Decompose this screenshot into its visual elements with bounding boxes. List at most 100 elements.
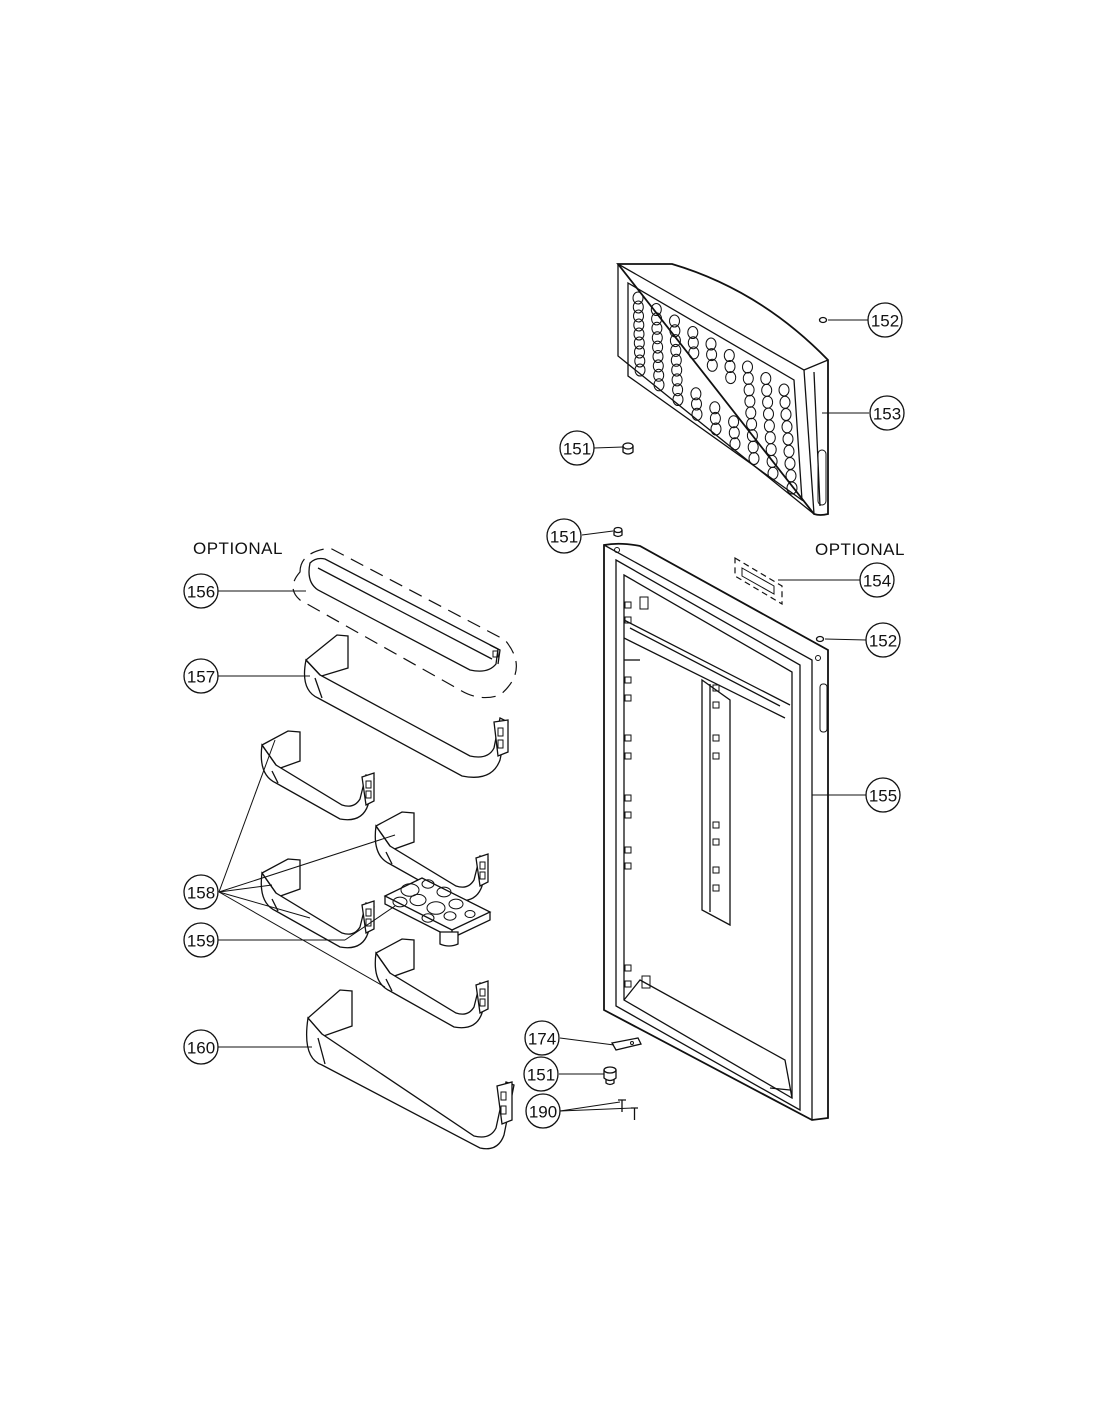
door-bosses [624,601,720,988]
dimple [706,348,718,362]
bin-160 [305,989,515,1150]
dimple [760,372,772,385]
callout-number: 151 [550,528,578,547]
dimple [633,327,645,341]
dimple [783,444,795,458]
callout-number: 159 [187,932,215,951]
bin-157 [303,634,509,778]
dimple [653,378,665,392]
hinge-cap-151-mid [613,526,623,538]
dimple [634,345,645,359]
callout-circle [869,395,905,431]
callout-number: 152 [869,632,897,651]
boss [624,846,632,854]
dimple [669,334,681,348]
callout-number: 154 [863,572,891,591]
boss [712,838,720,846]
dimple [652,359,664,373]
dimple [670,343,682,357]
small-bin [374,938,489,1029]
callout-155: 155 [865,777,901,813]
callout-circle [559,430,595,466]
egg-cup [448,898,464,910]
boss [624,980,632,988]
dimple [632,291,644,305]
boss [624,862,632,870]
egg-cup [421,913,435,923]
dimple [785,469,797,483]
dimple [728,426,740,440]
callout-circle [183,874,219,910]
egg-cup [400,883,420,897]
egg-cup [436,886,452,898]
small-bins-158 [260,730,489,1029]
refrigerator-door [603,542,829,1121]
callout-number: 153 [873,405,901,424]
boss [624,734,632,742]
egg-cup [464,910,476,918]
boss [624,752,632,760]
callout-151a: 151 [559,430,595,466]
dimple [763,407,774,421]
dimple [670,353,682,367]
dimple [651,321,663,335]
callout-circle [183,922,219,958]
leader-lines [218,319,869,1112]
dimple [744,394,756,408]
boss [624,601,632,609]
boss [624,811,632,819]
egg-cup [443,911,457,921]
egg-cups [392,879,476,923]
freezer-dimples [632,291,798,495]
optional-label-right: OPTIONAL [815,540,905,559]
dimple [742,360,753,374]
dimple [650,303,662,316]
hinge-174 [610,1037,642,1051]
callout-circle [546,518,582,554]
dimple [633,318,645,332]
callout-156: 156 [183,573,219,609]
boss [712,752,720,760]
optional-label-left: OPTIONAL [193,539,283,558]
dimple [742,371,754,385]
callout-circle [183,658,219,694]
dimple [723,349,735,362]
screw-cap-152-mid [815,635,825,643]
callout-number: 190 [529,1103,557,1122]
dimple [762,395,774,409]
screw-cap-152-top [818,316,828,324]
boss [712,884,720,892]
dimple [709,401,721,415]
dimple [671,363,683,377]
dimple [710,422,722,436]
callout-circle [865,777,901,813]
dimple [746,417,758,431]
callout-174: 174 [524,1020,560,1056]
dimple [784,457,796,470]
dimple [672,383,684,397]
callout-160: 160 [183,1029,219,1065]
egg-cup [426,901,446,915]
dimple [651,312,663,326]
callout-circle [523,1056,559,1092]
callout-number: 157 [187,668,215,687]
callout-circle [524,1020,560,1056]
boss [624,694,632,702]
dimple [687,326,699,339]
callout-number: 156 [187,583,215,602]
small-bin [260,730,375,821]
boss [712,734,720,742]
boss [624,616,632,624]
callout-circle [525,1093,561,1129]
dimple [765,443,777,457]
boss [712,821,720,829]
dimple [764,431,776,445]
egg-cup [392,896,408,908]
callout-circle [183,573,219,609]
dimple [669,324,681,338]
dimple [706,358,718,372]
dimple [671,373,683,387]
dimple [786,481,798,495]
egg-cup [409,893,427,907]
